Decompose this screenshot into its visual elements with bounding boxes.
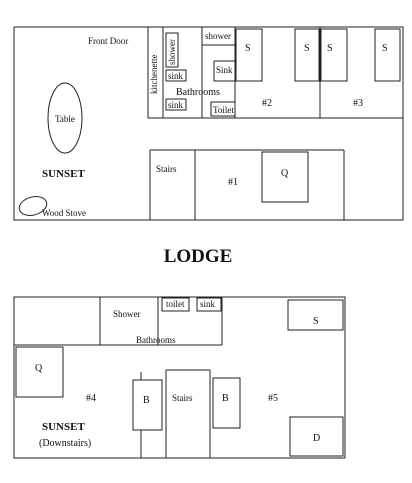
upper-bed-s4-box (374, 28, 401, 82)
upper-sink-right-box (213, 60, 236, 82)
lower-bathrooms-label: Bathrooms (136, 335, 176, 345)
lower-bed-d-box (289, 416, 344, 457)
lower-bed-b2-box (212, 377, 241, 429)
upper-bed-s3-box (320, 28, 348, 82)
upper-outer-wall (13, 26, 404, 221)
upper-toilet-label: Toilet (213, 105, 234, 115)
lower-toilet-label: toilet (166, 299, 185, 309)
lower-sink-box (196, 297, 222, 312)
lower-bed-b1-label: B (143, 395, 150, 406)
lower-toilet-box (161, 297, 190, 312)
upper-sink-label-1: sink (168, 71, 184, 81)
lower-bed-s-box (287, 299, 344, 331)
upper-bed-q-box (261, 151, 309, 203)
room-3-label: #3 (353, 98, 363, 109)
upper-sink-right-label: Sink (216, 65, 233, 75)
upper-floor: Front Door kitchenette shower sink sink … (13, 26, 404, 221)
front-door-label: Front Door (88, 36, 128, 46)
lower-bed-b2-label: B (222, 393, 229, 404)
upper-shower-right-label: shower (205, 31, 231, 41)
lower-stairs-label: Stairs (172, 393, 193, 403)
lower-bed-q-box (15, 346, 64, 398)
upper-table-label: Table (55, 114, 75, 124)
upper-bed-s2-box (294, 28, 320, 82)
lower-sink-label: sink (200, 299, 216, 309)
wood-stove-shape (18, 196, 48, 216)
upper-stairs-label: Stairs (156, 164, 177, 174)
upper-bed-q-label: Q (281, 168, 289, 179)
room-4-label: #4 (86, 393, 96, 404)
upper-bed-s4-label: S (382, 43, 388, 54)
upper-bed-s3-label: S (327, 43, 333, 54)
upper-bed-s1-box (235, 28, 263, 82)
upper-bed-s2-label: S (304, 43, 310, 54)
lower-bed-s-label: S (313, 316, 319, 327)
upper-sink-box-2 (165, 98, 187, 111)
kitchenette-label: kitchenette (149, 55, 159, 94)
upper-sunset-label: SUNSET (42, 168, 85, 180)
upper-shower-left-label: shower (167, 39, 177, 65)
lower-outer-wall (13, 296, 346, 459)
upper-sink-label-2: sink (168, 100, 184, 110)
lower-bed-d-label: D (313, 433, 320, 444)
lower-floor: Shower toilet sink Bathrooms Q #4 B Stai… (13, 296, 346, 459)
lodge-title: LODGE (164, 246, 233, 267)
room-5-label: #5 (268, 393, 278, 404)
upper-toilet-box (210, 101, 236, 117)
upper-sink-box-1 (165, 69, 187, 82)
lower-shower-label: Shower (113, 309, 141, 319)
upper-bed-s1-label: S (245, 43, 251, 54)
room-2-label: #2 (262, 98, 272, 109)
upper-bathrooms-label: Bathrooms (176, 87, 220, 98)
upper-table-shape (47, 82, 83, 154)
room-1-label: #1 (228, 177, 238, 188)
wood-stove-label: Wood Stove (42, 208, 86, 218)
upper-shower-left-box (165, 32, 179, 68)
lower-sunset-label: SUNSET (42, 421, 85, 433)
lower-bed-q-label: Q (35, 363, 43, 374)
lower-bed-b1-box (132, 379, 163, 431)
downstairs-label: (Downstairs) (39, 438, 91, 449)
